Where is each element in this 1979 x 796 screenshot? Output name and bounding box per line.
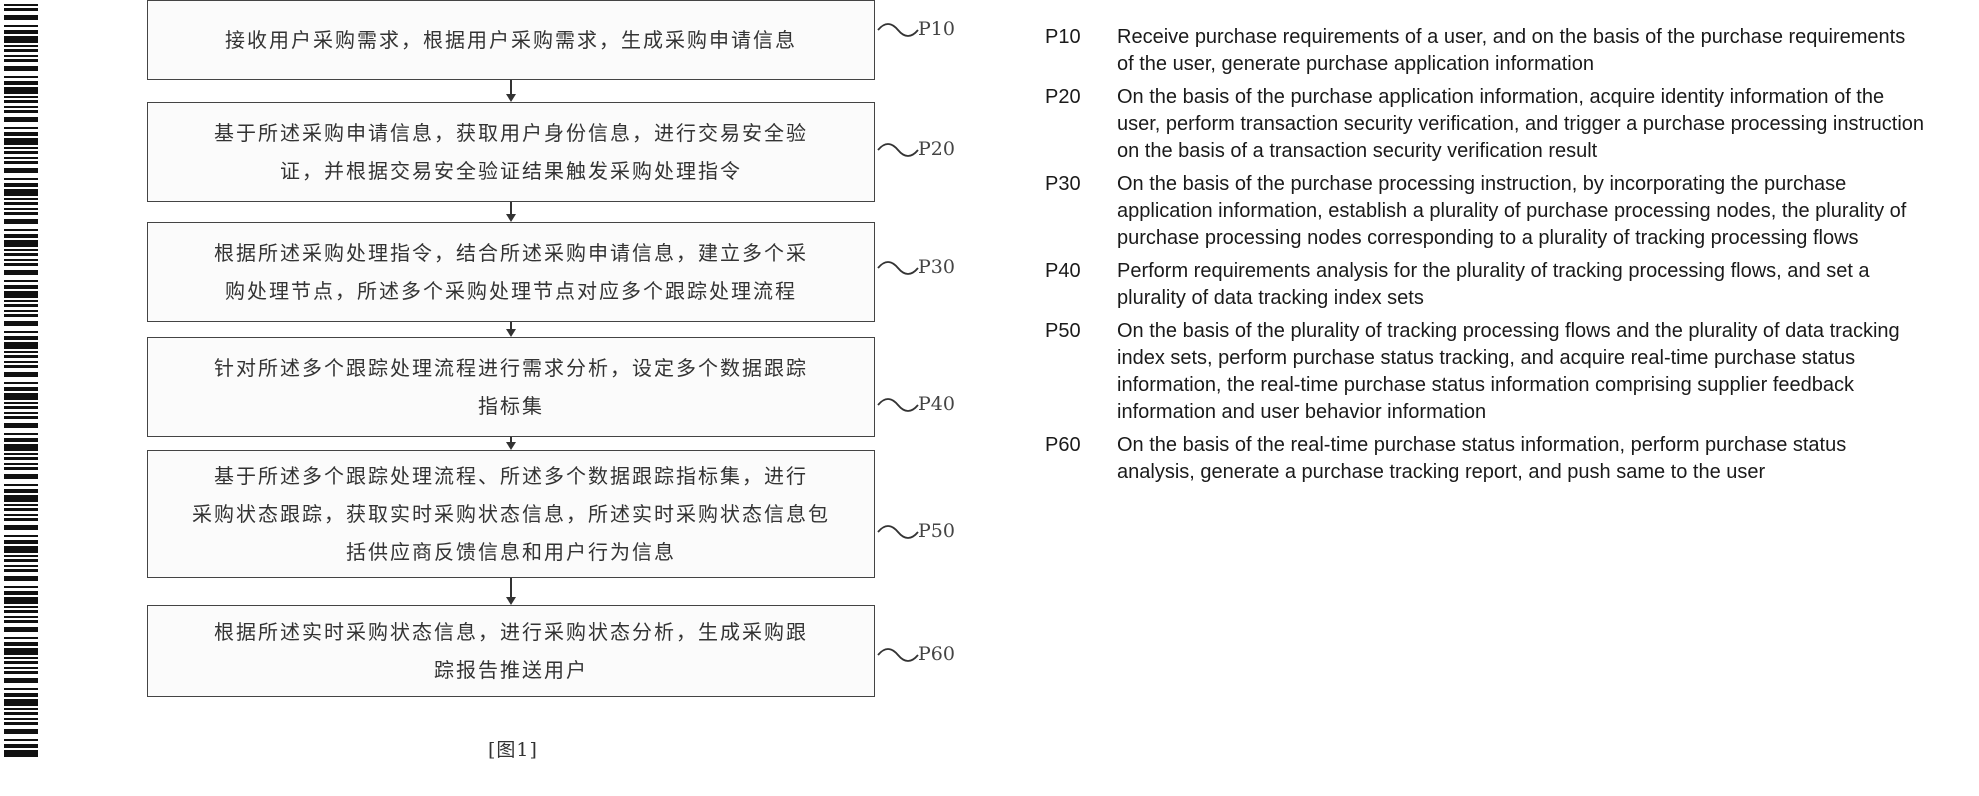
figure-caption: [图1] bbox=[488, 735, 538, 762]
step-tag-p30: P30 bbox=[918, 256, 955, 278]
step-text-line: 证，并根据交易安全验证结果触发采购处理指令 bbox=[162, 152, 860, 190]
legend-item: P10 Receive purchase requirements of a u… bbox=[1045, 24, 1925, 78]
step-box-p10: 接收用户采购需求，根据用户采购需求，生成采购申请信息 bbox=[147, 0, 875, 80]
flow-arrow-head bbox=[506, 94, 516, 102]
legend-text: On the basis of the plurality of trackin… bbox=[1117, 318, 1925, 426]
step-text-line: 指标集 bbox=[162, 387, 860, 425]
flow-arrow-head bbox=[506, 597, 516, 605]
leader-squiggle bbox=[878, 399, 918, 411]
legend-text: Receive purchase requirements of a user,… bbox=[1117, 24, 1925, 78]
step-text-line: 基于所述采购申请信息，获取用户身份信息，进行交易安全验 bbox=[162, 114, 860, 152]
step-text-line: 根据所述实时采购状态信息，进行采购状态分析，生成采购跟 bbox=[162, 613, 860, 651]
step-text-line: 踪报告推送用户 bbox=[162, 651, 860, 689]
legend-item: P50 On the basis of the plurality of tra… bbox=[1045, 318, 1925, 426]
step-text-line: 购处理节点，所述多个采购处理节点对应多个跟踪处理流程 bbox=[162, 272, 860, 310]
legend-item: P30 On the basis of the purchase process… bbox=[1045, 171, 1925, 252]
step-tag-p50: P50 bbox=[918, 520, 955, 542]
leader-squiggle bbox=[878, 24, 918, 36]
legend-code: P50 bbox=[1045, 318, 1117, 426]
step-box-p30: 根据所述采购处理指令，结合所述采购申请信息，建立多个采 购处理节点，所述多个采购… bbox=[147, 222, 875, 322]
legend-text: Perform requirements analysis for the pl… bbox=[1117, 258, 1925, 312]
step-box-p50: 基于所述多个跟踪处理流程、所述多个数据跟踪指标集，进行 采购状态跟踪，获取实时采… bbox=[147, 450, 875, 578]
step-text-line: 接收用户采购需求，根据用户采购需求，生成采购申请信息 bbox=[162, 21, 860, 59]
flow-arrow-head bbox=[506, 329, 516, 337]
step-text-line: 基于所述多个跟踪处理流程、所述多个数据跟踪指标集，进行 bbox=[162, 457, 860, 495]
legend-text: On the basis of the purchase processing … bbox=[1117, 171, 1925, 252]
legend-code: P60 bbox=[1045, 432, 1117, 486]
step-tag-p20: P20 bbox=[918, 138, 955, 160]
legend-text: On the basis of the purchase application… bbox=[1117, 84, 1925, 165]
legend-code: P40 bbox=[1045, 258, 1117, 312]
legend-code: P30 bbox=[1045, 171, 1117, 252]
step-tag-p60: P60 bbox=[918, 643, 955, 665]
legend-item: P20 On the basis of the purchase applica… bbox=[1045, 84, 1925, 165]
leader-squiggle bbox=[878, 144, 918, 156]
legend-item: P40 Perform requirements analysis for th… bbox=[1045, 258, 1925, 312]
step-tag-p10: P10 bbox=[918, 18, 955, 40]
step-box-p40: 针对所述多个跟踪处理流程进行需求分析，设定多个数据跟踪 指标集 bbox=[147, 337, 875, 437]
leader-squiggle bbox=[878, 262, 918, 274]
legend-code: P10 bbox=[1045, 24, 1117, 78]
legend-text: On the basis of the real-time purchase s… bbox=[1117, 432, 1925, 486]
leader-squiggle bbox=[878, 649, 918, 661]
step-tag-p40: P40 bbox=[918, 393, 955, 415]
step-box-p60: 根据所述实时采购状态信息，进行采购状态分析，生成采购跟 踪报告推送用户 bbox=[147, 605, 875, 697]
step-text-line: 括供应商反馈信息和用户行为信息 bbox=[162, 533, 860, 571]
legend-code: P20 bbox=[1045, 84, 1117, 165]
flow-arrow-head bbox=[506, 214, 516, 222]
step-text-line: 采购状态跟踪，获取实时采购状态信息，所述实时采购状态信息包 bbox=[162, 495, 860, 533]
step-text-line: 针对所述多个跟踪处理流程进行需求分析，设定多个数据跟踪 bbox=[162, 349, 860, 387]
leader-squiggle bbox=[878, 526, 918, 538]
legend-item: P60 On the basis of the real-time purcha… bbox=[1045, 432, 1925, 486]
step-box-p20: 基于所述采购申请信息，获取用户身份信息，进行交易安全验 证，并根据交易安全验证结… bbox=[147, 102, 875, 202]
flow-arrow-head bbox=[506, 442, 516, 450]
step-legend: P10 Receive purchase requirements of a u… bbox=[1045, 24, 1925, 492]
step-text-line: 根据所述采购处理指令，结合所述采购申请信息，建立多个采 bbox=[162, 234, 860, 272]
